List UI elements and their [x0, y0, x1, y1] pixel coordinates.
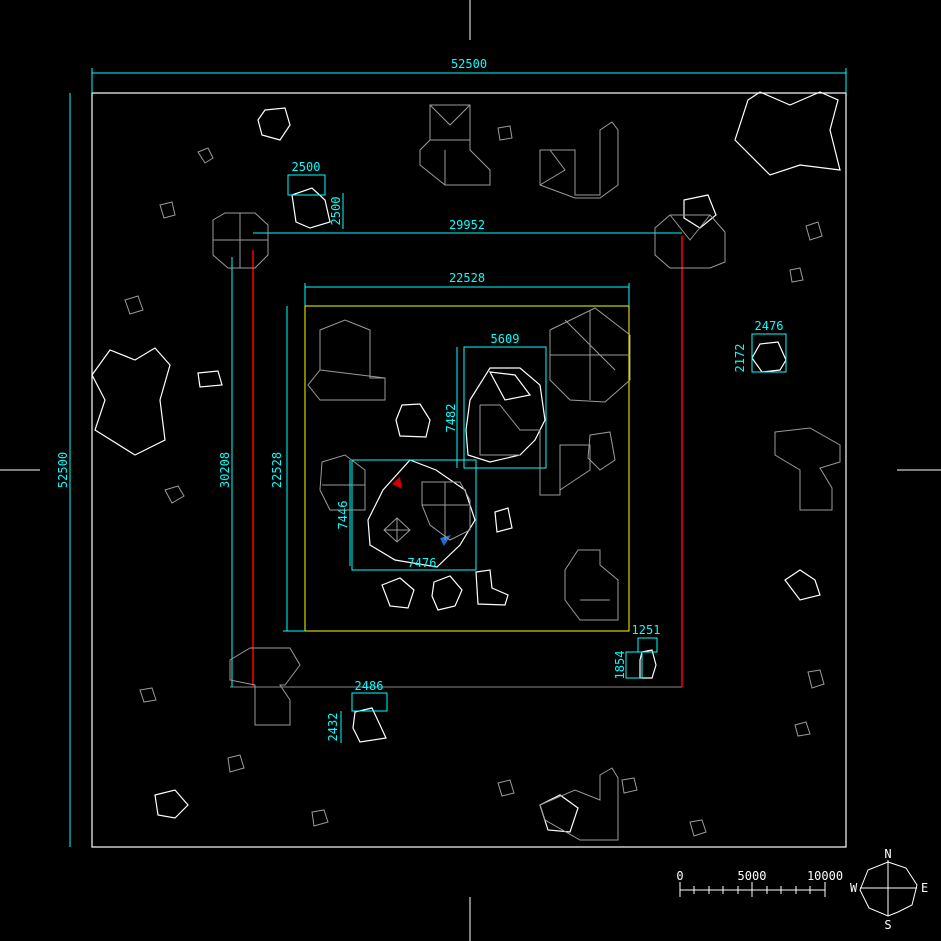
rock-a: 2500 2500: [287, 160, 344, 229]
blue-marker-icon: [440, 535, 451, 546]
svg-text:2486: 2486: [355, 679, 384, 693]
rock-outlines: [91, 91, 841, 833]
red-marker-icon: [392, 477, 402, 489]
svg-text:1251: 1251: [632, 623, 661, 637]
scale-bar: [679, 882, 826, 897]
rock-d: 2486 2432: [326, 679, 388, 743]
compass-icon: N S E W: [850, 847, 928, 932]
svg-text:22528: 22528: [270, 452, 284, 488]
svg-text:7446: 7446: [336, 501, 350, 530]
pond-a: 5609 7482: [444, 332, 547, 469]
inner-height-dimension: 22528: [270, 306, 305, 632]
inner-width-dimension: 22528: [304, 271, 630, 306]
svg-text:2500: 2500: [292, 160, 321, 174]
site-boundary: [91, 92, 847, 848]
svg-text:30208: 30208: [218, 452, 232, 488]
svg-text:S: S: [884, 918, 891, 932]
structures: [124, 104, 841, 841]
svg-text:1854: 1854: [613, 651, 627, 680]
inner-yard: [304, 305, 630, 632]
rock-b: 2476 2172: [733, 319, 787, 373]
svg-text:5609: 5609: [491, 332, 520, 346]
scale-label-0: 0: [676, 869, 683, 883]
svg-text:22528: 22528: [449, 271, 485, 285]
scale-label-5000: 5000: [738, 869, 767, 883]
svg-text:52500: 52500: [56, 452, 70, 488]
pond-b: 7446 7476: [336, 459, 477, 571]
svg-text:N: N: [884, 847, 891, 861]
scale-label-10000: 10000: [807, 869, 843, 883]
outer-height-dimension: 30208: [218, 257, 233, 687]
rock-c: 1251 1854: [613, 623, 660, 679]
outer-width-dimension: 29952: [253, 218, 682, 234]
svg-text:7482: 7482: [444, 404, 458, 433]
svg-text:E: E: [921, 881, 928, 895]
svg-text:29952: 29952: [449, 218, 485, 232]
svg-text:2432: 2432: [326, 713, 340, 742]
svg-text:W: W: [850, 881, 858, 895]
svg-text:52500: 52500: [451, 57, 487, 71]
svg-text:2172: 2172: [733, 344, 747, 373]
site-width-dimension: 52500: [91, 57, 847, 93]
site-height-dimension: 52500: [56, 93, 71, 847]
svg-text:7476: 7476: [408, 556, 437, 570]
svg-text:2500: 2500: [329, 197, 343, 226]
svg-text:2476: 2476: [755, 319, 784, 333]
